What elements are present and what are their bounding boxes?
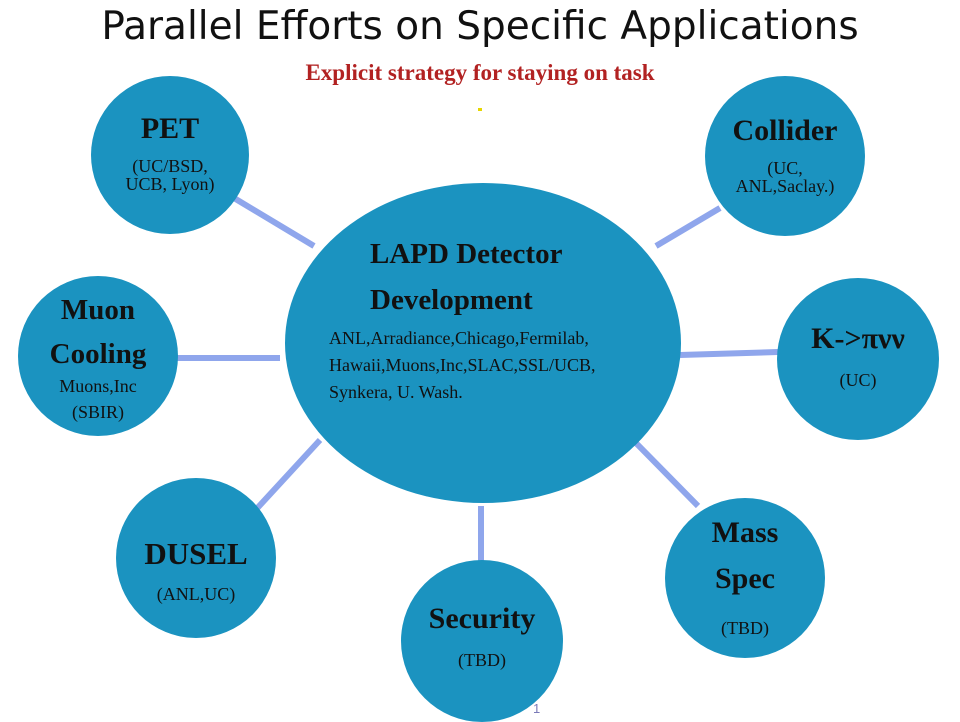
slide-subtitle: Explicit strategy for staying on task <box>305 60 655 85</box>
page-number: 1 <box>533 701 541 716</box>
node-security: Security (TBD) <box>401 560 563 722</box>
slide-title: Parallel Efforts on Specific Application… <box>101 4 859 49</box>
node-muon-name1: Muon <box>60 294 136 326</box>
node-mass-spec: Mass Spec (TBD) <box>665 498 825 658</box>
connector-pet <box>232 195 316 249</box>
yellow-dot <box>478 108 482 111</box>
node-kpinunu-name: K->πνν <box>811 322 905 355</box>
node-muon-cooling: Muon Cooling Muons,Inc (SBIR) <box>18 276 178 436</box>
connector-dusel <box>247 437 323 519</box>
node-dusel-sub1: (ANL,UC) <box>156 584 236 604</box>
center-node-lapd: LAPD Detector Development ANL,Arradiance… <box>285 183 681 503</box>
node-pet: PET (UC/BSD, UCB, Lyon) <box>91 76 249 234</box>
node-security-name: Security <box>428 602 536 635</box>
node-collider-sub1: (UC, <box>767 158 803 178</box>
node-pet-sub2: UCB, Lyon) <box>125 174 215 194</box>
node-collider-name: Collider <box>732 114 838 147</box>
connector-collider <box>654 205 722 249</box>
center-collaborators: ANL,Arradiance,Chicago,Fermilab, Hawaii,… <box>329 328 596 402</box>
connector-kpinunu <box>679 349 779 358</box>
node-massspec-name1: Mass <box>711 516 779 549</box>
node-massspec-sub1: (TBD) <box>721 618 769 638</box>
node-muon-sub2: (SBIR) <box>71 402 124 422</box>
node-muon-name2: Cooling <box>49 338 147 370</box>
node-dusel-name: DUSEL <box>144 536 248 571</box>
node-dusel: DUSEL (ANL,UC) <box>116 478 276 638</box>
node-pet-sub1: (UC/BSD, <box>132 156 208 176</box>
node-security-sub1: (TBD) <box>458 650 506 670</box>
node-pet-name: PET <box>140 112 200 145</box>
node-massspec-name2: Spec <box>715 562 775 595</box>
node-collider-sub2: ANL,Saclay.) <box>735 176 835 196</box>
node-collider: Collider (UC, ANL,Saclay.) <box>705 76 865 236</box>
node-kpinunu-sub1: (UC) <box>839 370 877 390</box>
node-muon-sub1: Muons,Inc <box>59 376 137 396</box>
connector-massspec <box>630 437 701 509</box>
center-title: LAPD Detector Development <box>370 238 563 316</box>
node-k-pi-nu-nu: K->πνν (UC) <box>777 278 939 440</box>
